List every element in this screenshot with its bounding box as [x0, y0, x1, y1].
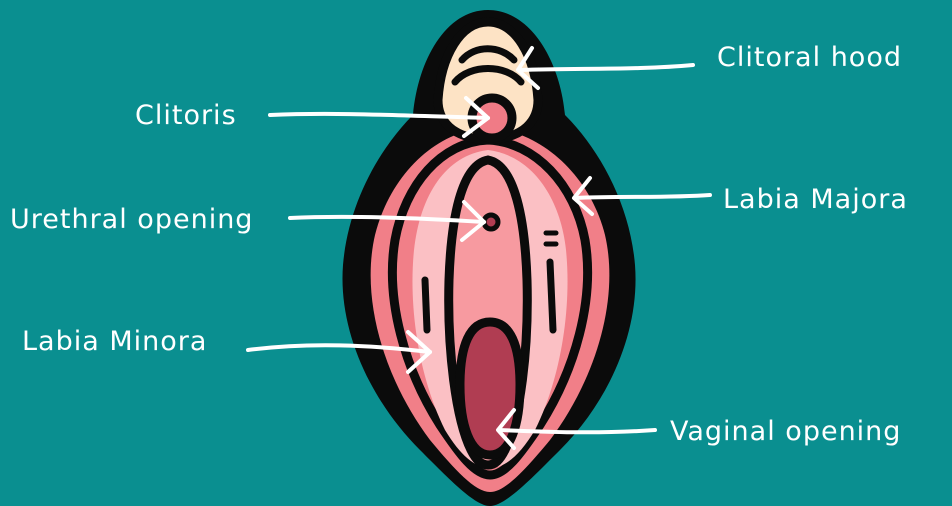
label-clitoral-hood: Clitoral hood [717, 42, 902, 74]
label-urethral-opening: Urethral opening [10, 204, 253, 236]
label-labia-majora: Labia Majora [723, 184, 908, 216]
minora-fold-left [425, 280, 427, 330]
label-vaginal-opening: Vaginal opening [670, 416, 901, 448]
vaginal-opening-shape [460, 322, 520, 455]
label-clitoris: Clitoris [135, 100, 237, 132]
label-labia-minora: Labia Minora [22, 326, 207, 358]
minora-fold-right-3 [550, 262, 553, 330]
urethral-opening-shape [484, 215, 498, 229]
